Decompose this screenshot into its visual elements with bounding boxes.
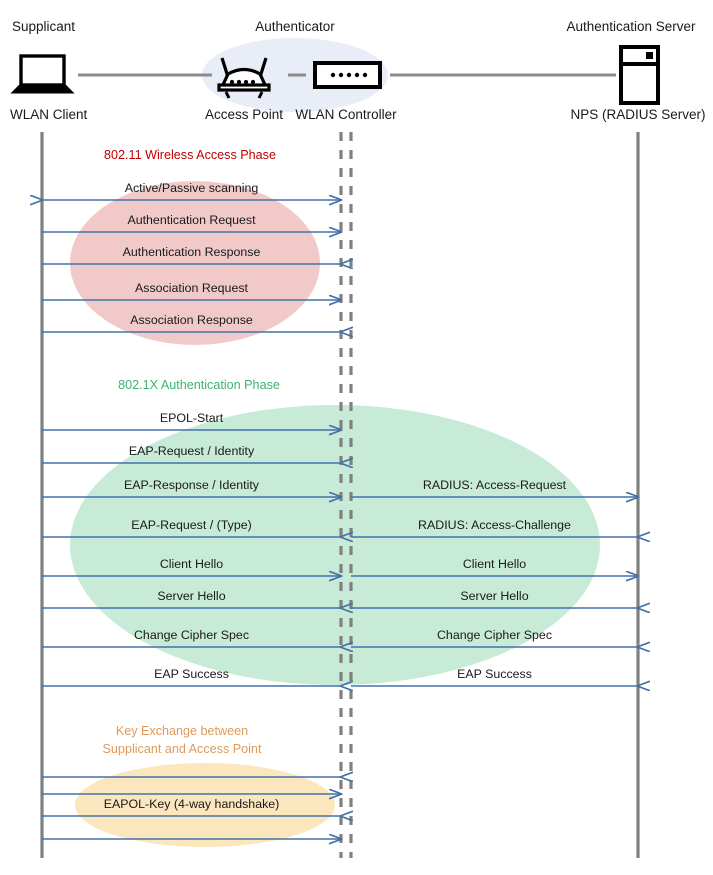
phase-ellipse-wireless-access xyxy=(70,181,320,345)
message-label: Server Hello xyxy=(157,589,226,603)
message-label: Active/Passive scanning xyxy=(124,181,259,195)
phase-ellipse-key-exchange xyxy=(75,763,335,847)
actor-device-0: WLAN Client xyxy=(10,107,88,122)
message-label: Association Response xyxy=(130,313,253,327)
message-label: Change Cipher Spec xyxy=(436,628,553,642)
wireless-router-icon xyxy=(217,57,271,99)
message-label: EAP Success xyxy=(457,667,532,681)
phase-label-line-1: Supplicant and Access Point xyxy=(102,742,262,756)
message-label: Authentication Response xyxy=(122,245,261,259)
wlan-controller-icon xyxy=(313,61,382,89)
server-rack-icon xyxy=(619,45,660,105)
message-label: EAPOL-Key (4-way handshake) xyxy=(103,797,280,811)
phase-label-line-0: Key Exchange between xyxy=(115,724,249,738)
message-label: Server Hello xyxy=(460,589,529,603)
actor-role-3: Authentication Server xyxy=(566,19,696,34)
message-label: RADIUS: Access-Challenge xyxy=(418,518,571,532)
actor-role-0: Supplicant xyxy=(12,19,76,34)
message-label: EAP-Request / Identity xyxy=(128,444,255,458)
phase-label-wireless-access: 802.11 Wireless Access Phase xyxy=(104,146,276,164)
message-label: Client Hello xyxy=(462,557,527,571)
message-label: EPOL-Start xyxy=(159,411,224,425)
message-label: EAP-Request / (Type) xyxy=(131,518,252,532)
message-label: RADIUS: Access-Request xyxy=(422,478,567,492)
phase-label-line-0: 802.1X Authentication Phase xyxy=(118,378,280,392)
actor-device-3: NPS (RADIUS Server) xyxy=(570,107,706,122)
message-label: Authentication Request xyxy=(127,213,256,227)
phase-ellipse-dot1x xyxy=(70,405,600,685)
actor-role-1: Authenticator xyxy=(255,19,335,34)
actor-device-1: Access Point xyxy=(204,107,284,122)
phase-label-dot1x-authentication: 802.1X Authentication Phase xyxy=(118,376,280,394)
actor-device-2: WLAN Controller xyxy=(295,107,397,122)
message-label: EAP-Response / Identity xyxy=(124,478,259,492)
message-label: EAP Success xyxy=(154,667,229,681)
message-label: Change Cipher Spec xyxy=(133,628,250,642)
message-label: Client Hello xyxy=(159,557,224,571)
message-label: Association Request xyxy=(135,281,248,295)
laptop-icon xyxy=(10,54,75,94)
phase-label-line-0: 802.11 Wireless Access Phase xyxy=(104,148,276,162)
message-arrow-layer xyxy=(42,200,638,839)
